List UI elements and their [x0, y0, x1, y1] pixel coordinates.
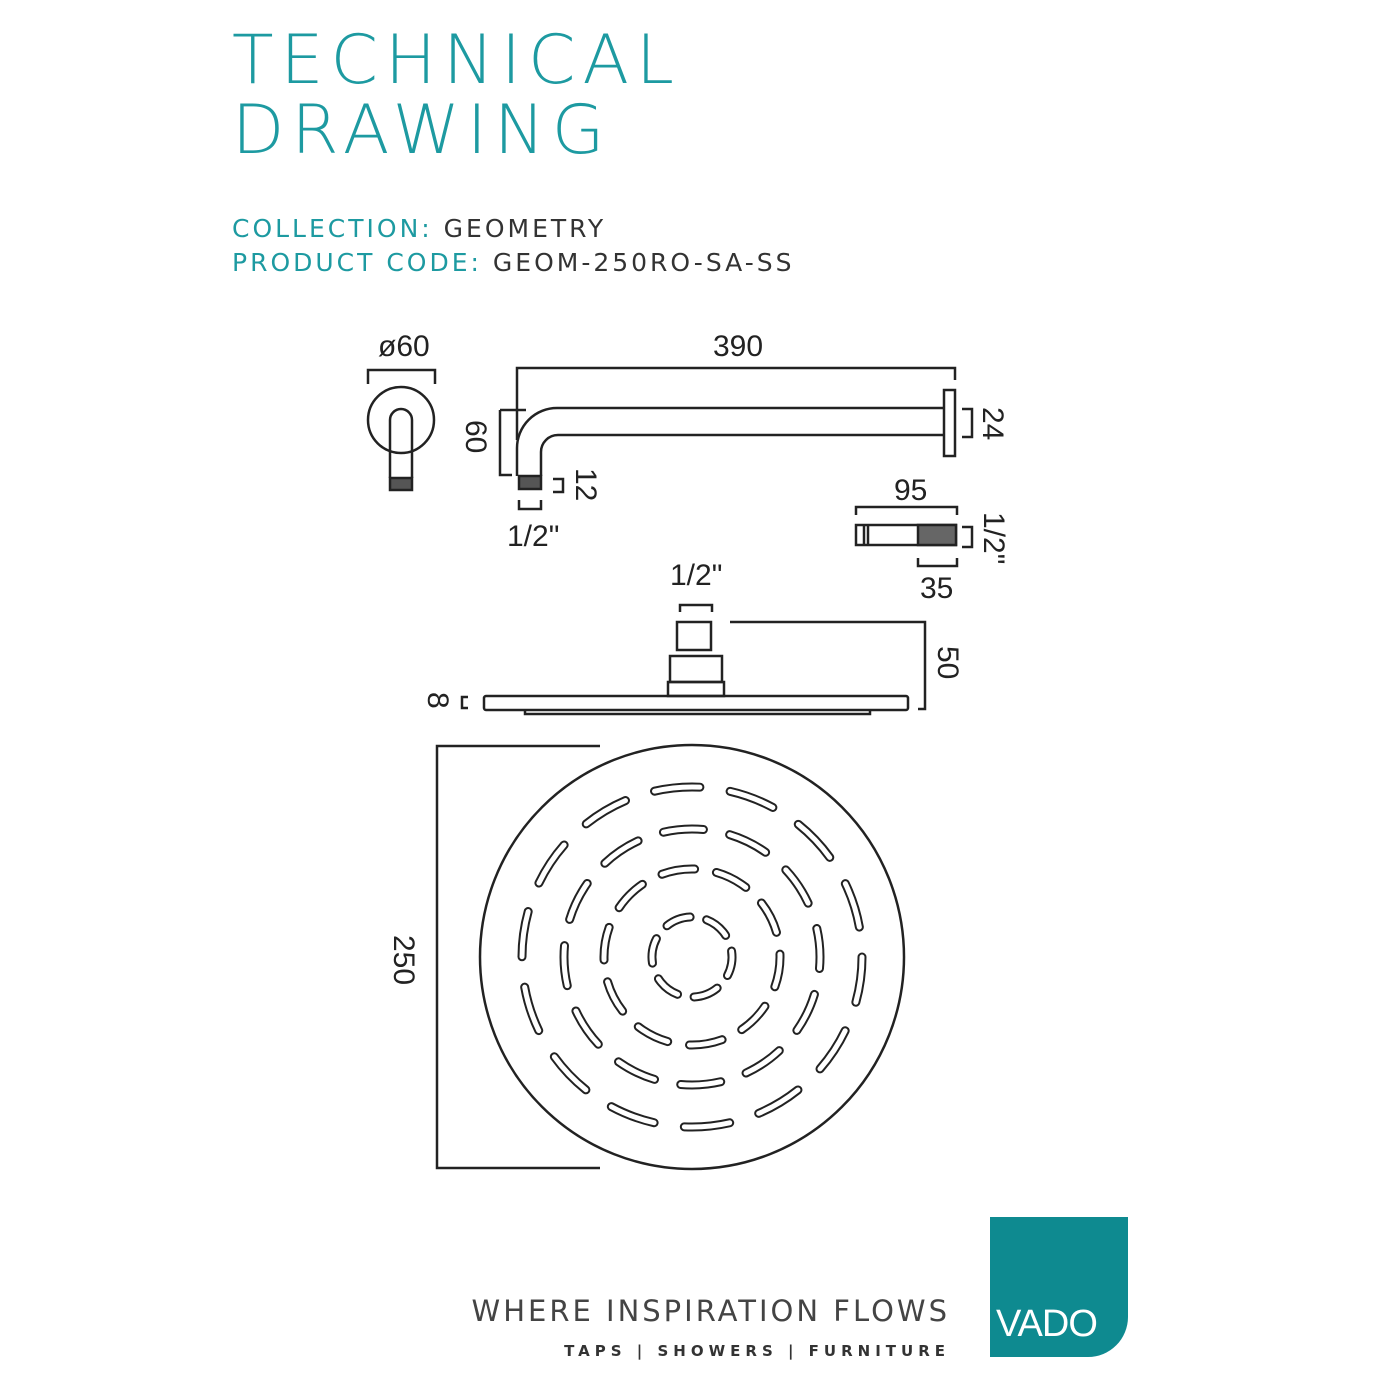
dim-arm-diameter: 24	[976, 407, 1009, 440]
dim-arm-drop: 60	[459, 420, 492, 453]
dim-head-height: 50	[931, 646, 964, 679]
dim-nipple-length: 95	[894, 474, 927, 507]
product-code-value: GEOM-250RO-SA-SS	[492, 248, 795, 277]
nozzle-ring	[519, 784, 865, 1130]
vado-logo: VADO	[990, 1217, 1128, 1357]
wall-plate-view: ø60	[366, 330, 437, 492]
dim-arm-length: 390	[713, 330, 763, 363]
product-code-label: PRODUCT CODE:	[232, 248, 482, 277]
shower-arm-view: 390 60 24 12 1/2"	[459, 330, 1009, 553]
dim-nipple-thread-length: 35	[920, 572, 953, 605]
collection-label: COLLECTION:	[232, 214, 433, 243]
dim-head-thickness: 8	[421, 692, 454, 709]
dim-thread-length: 12	[569, 468, 602, 501]
title-line-1: TECHNICAL	[232, 21, 681, 100]
nozzle-ring	[601, 866, 783, 1048]
nipple-view: 95 1/2" 35	[854, 474, 1010, 605]
nozzle-ring	[561, 826, 823, 1088]
title-line-2: DRAWING	[232, 91, 612, 170]
nozzle-ring	[649, 914, 735, 1000]
shower-head-side-view: 1/2" 50 8	[421, 559, 964, 716]
dim-head-thread: 1/2"	[670, 559, 722, 592]
shower-head-plan-view: 250	[387, 743, 906, 1171]
product-code-row: PRODUCT CODE: GEOM-250RO-SA-SS	[232, 248, 794, 277]
dim-arm-thread: 1/2"	[507, 520, 559, 553]
dim-wall-plate-diameter: ø60	[378, 330, 430, 363]
slogan: WHERE INSPIRATION FLOWS	[471, 1294, 950, 1328]
logo-text: VADO	[996, 1303, 1098, 1345]
product-categories: TAPS | SHOWERS | FURNITURE	[564, 1342, 950, 1360]
collection-value: GEOMETRY	[443, 214, 607, 243]
dim-nipple-thread: 1/2"	[977, 512, 1010, 564]
nozzle-ring	[559, 824, 825, 1090]
page-title: TECHNICAL DRAWING	[232, 26, 681, 166]
dim-head-diameter: 250	[387, 935, 420, 985]
collection-row: COLLECTION: GEOMETRY	[232, 214, 606, 243]
